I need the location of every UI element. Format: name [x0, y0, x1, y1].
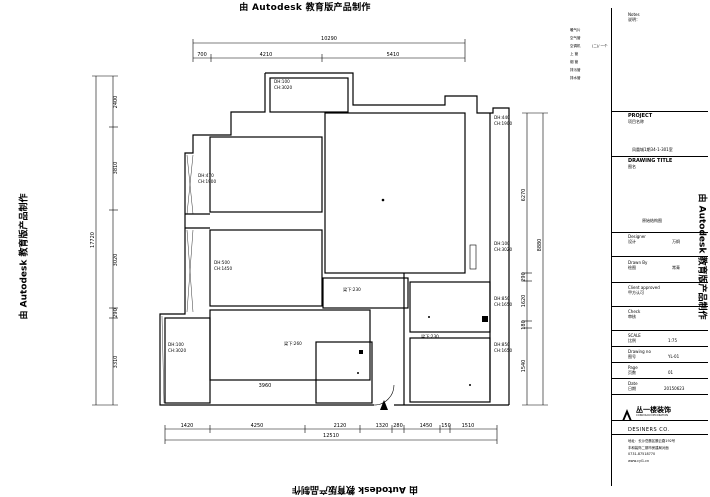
page-value: 01 [668, 370, 674, 375]
annot-drop1: 梁下:230 [343, 286, 361, 293]
legend-item-5: 烟 管 [570, 60, 579, 64]
annot-dh6: DH:100 [494, 241, 510, 246]
dim-bottom-seg-5: 280 [393, 423, 403, 429]
drawing-name: 原始结构图 [642, 218, 662, 223]
drawn-name: 常青 [672, 265, 680, 270]
annot-dh4: DH:100 [168, 342, 184, 347]
dim-top-seg-3: 5410 [387, 52, 400, 58]
notes-title: Notes [628, 12, 640, 17]
scale-label: SCALE [628, 333, 641, 338]
dim-bottom-total: 12510 [323, 433, 339, 439]
dim-top-seg-1: 700 [197, 52, 207, 58]
legend-mark-3: (二)/ 一个 [592, 44, 608, 48]
designer-label: Designer [628, 234, 646, 239]
dim-left-seg-4: 290 [113, 308, 119, 318]
dim-top-seg-2: 4210 [260, 52, 273, 58]
project-sub: 项目名称 [628, 119, 644, 124]
dim-right-seg-5: 1540 [521, 360, 527, 373]
dim-right-total: 8880 [537, 239, 543, 252]
annot-dh1: DH:100 [274, 79, 290, 84]
dim-right-seg-4: 180 [521, 320, 527, 330]
client-label: Client approved [628, 285, 660, 290]
legend-item-2: 空气管 [570, 36, 581, 40]
watermark-top: 由 Autodesk 教育版产品制作 [239, 3, 371, 13]
check-sub: 审核 [628, 314, 636, 319]
title-block: 暖气片 空气管 空调机 (二)/ 一个 上 管 烟 管 排污管 排水管 Note… [570, 8, 708, 486]
project-name: 凤凰城1期34-1-301室 [632, 147, 673, 152]
tel: 0731-87518770 [628, 452, 656, 456]
dim-left-total: 17720 [90, 232, 96, 248]
logo-text: 丛一楼装饰 [636, 406, 671, 414]
scale-sub: 比例 [628, 338, 636, 343]
dim-bottom-inner: 3960 [259, 383, 272, 389]
annot-ch3: CH:1450 [214, 266, 232, 271]
scale-value: 1:75 [668, 338, 677, 343]
dim-left-seg-2: 3810 [113, 162, 119, 175]
designer-name: 万炯 [672, 239, 680, 244]
annot-ch4: CH:3020 [168, 348, 186, 353]
address-line-2: 丰和装饰二期市房建局对面 [628, 446, 669, 450]
dim-right-seg-3: 1620 [521, 295, 527, 308]
drawing-no-sub: 图号 [628, 354, 636, 359]
drawing-no-value: YL-01 [668, 354, 680, 359]
annot-ch6: CH:3020 [494, 247, 512, 252]
annot-drop3: 梁下:230 [421, 333, 439, 340]
project-label: PROJECT [628, 113, 653, 119]
designers-co: DESINERS CO. [628, 427, 670, 433]
legend-item-4: 上 管 [570, 52, 579, 56]
logo-icon [622, 406, 632, 421]
notes-sub: 说明： [628, 17, 640, 22]
annot-dh8: DH:850 [494, 342, 510, 347]
drawn-sub: 绘图 [628, 265, 636, 270]
drawing-title-sub: 图名 [628, 164, 636, 169]
date-value: 20150623 [664, 386, 685, 391]
drawing-title-label: DRAWING TITLE [628, 158, 673, 164]
annot-drop2: 梁下:260 [284, 340, 302, 347]
annot-ch5: CH:1900 [494, 121, 512, 126]
dim-left-seg-5: 3310 [113, 356, 119, 369]
dim-bottom-seg-3: 2120 [334, 423, 347, 429]
annot-ch1: CH:3020 [274, 85, 292, 90]
annot-ch2: CH:1900 [198, 179, 216, 184]
dim-right-seg-2: 290 [521, 272, 527, 282]
date-label: Date [628, 381, 638, 386]
dim-top-total: 10290 [321, 36, 337, 42]
date-sub: 日期 [628, 386, 636, 391]
client-sub: 甲方认可 [628, 290, 644, 295]
legend-item-3: 空调机 [570, 44, 581, 48]
dim-bottom-seg-1: 1420 [181, 423, 194, 429]
annot-dh2: DH:470 [198, 173, 214, 178]
page-label: Page [628, 365, 638, 370]
dim-bottom-seg-6: 1450 [420, 423, 433, 429]
floor-plan: 10290 700 4210 5410 12510 1420 4250 2120… [90, 36, 548, 444]
drawn-label: Drawn By [628, 260, 648, 265]
annot-dh5: DH:440 [494, 115, 510, 120]
dim-bottom-seg-4: 1320 [376, 423, 389, 429]
annot-dh7: DH:850 [494, 296, 510, 301]
annot-ch8: CH:1650 [494, 348, 512, 353]
logo-sub: CONGYILOU DECORATION [636, 414, 669, 417]
legend-item-7: 排水管 [570, 76, 581, 80]
drawing-no-label: Drawing no [628, 349, 651, 354]
address-line-1: 地址：长沙岳麓区麓云路192号 [628, 439, 676, 443]
dim-bottom-seg-8: 1510 [462, 423, 475, 429]
dim-bottom-seg-2: 4250 [251, 423, 264, 429]
dim-left-seg-3: 3020 [113, 254, 119, 267]
legend-item-1: 暖气片 [570, 28, 581, 32]
designer-sub: 设计 [628, 239, 636, 244]
dim-left-seg-1: 2400 [113, 96, 119, 109]
dim-bottom-seg-7: 150 [441, 423, 451, 429]
website: www.cyl1.cn [628, 459, 650, 463]
annot-ch7: CH:1650 [494, 302, 512, 307]
legend-item-6: 排污管 [570, 68, 581, 72]
dim-right-seg-1: 6270 [521, 189, 527, 202]
annot-dh3: DH:500 [214, 260, 230, 265]
check-label: Check [628, 309, 641, 314]
page-sub: 页数 [628, 370, 636, 375]
